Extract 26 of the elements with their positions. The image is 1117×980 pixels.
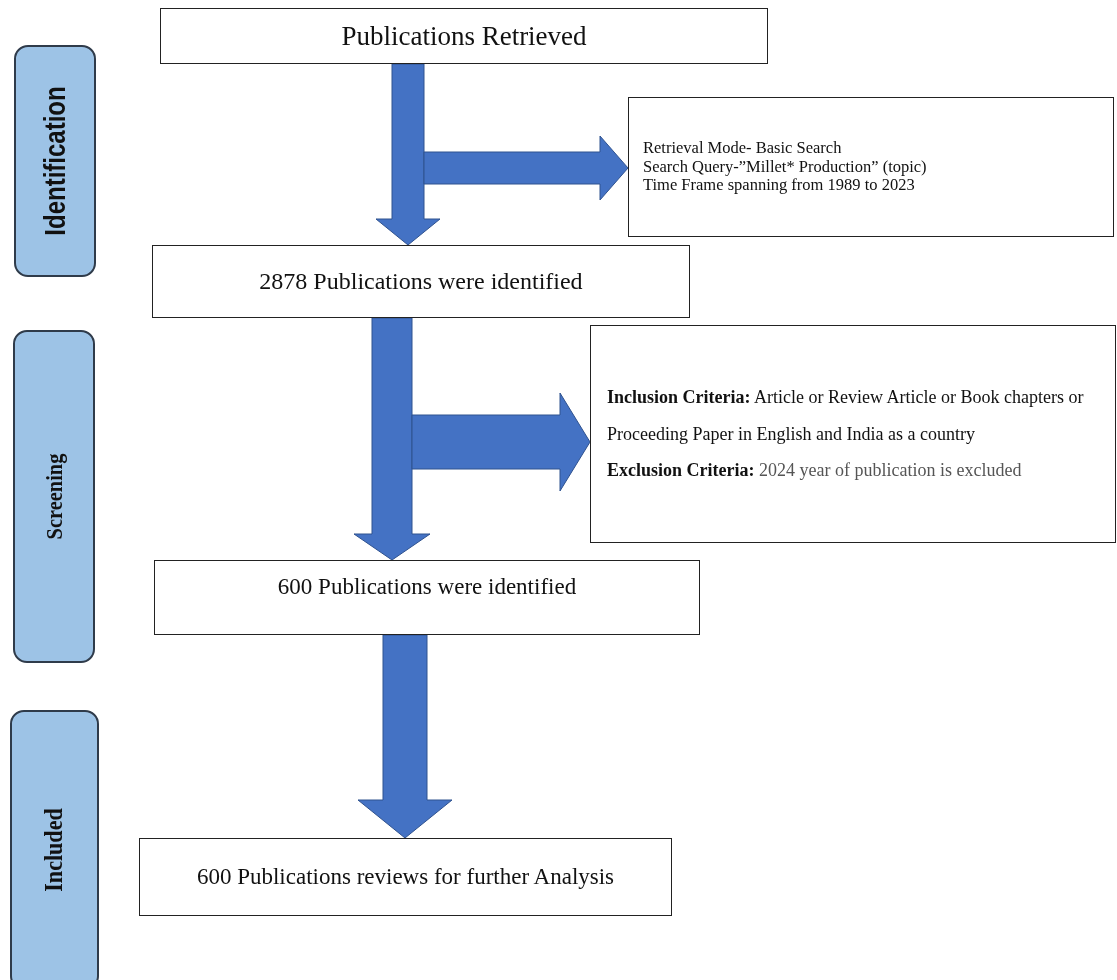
process-box: [160, 8, 768, 64]
box-text: Publications Retrieved: [341, 19, 587, 53]
stage-label: Included: [39, 808, 70, 892]
process-box: [154, 560, 700, 635]
stage-band: [14, 45, 96, 277]
process-box: [590, 325, 1116, 543]
process-box: [152, 245, 690, 318]
box-text: Inclusion Criteria: Article or Review Article or Book chapters or Proceeding Paper in English and India as a country: [607, 385, 1085, 446]
block-arrow: [353, 317, 431, 561]
box-text: 600 Publications reviews for further Analysis: [196, 864, 615, 890]
box-text: 2878 Publications were identified: [259, 267, 583, 296]
block-arrow: [423, 135, 629, 201]
block-arrow: [357, 634, 453, 839]
stage-label: Identification: [38, 86, 72, 236]
block-arrow: [375, 63, 441, 246]
process-box: [139, 838, 672, 916]
box-text: Search Query-”Millet* Production” (topic): [643, 157, 927, 177]
box-text: Time Frame spanning from 1989 to 2023: [643, 176, 915, 196]
process-box: [628, 97, 1114, 237]
stage-band: [13, 330, 95, 663]
box-text: 600 Publications were identified: [277, 573, 577, 601]
block-arrow: [411, 392, 591, 492]
stage-band: [10, 710, 99, 980]
box-text: Retrieval Mode- Basic Search: [643, 138, 842, 158]
box-text: Exclusion Criteria: 2024 year of publication is excluded: [607, 459, 1022, 483]
stage-label: Screening: [40, 453, 68, 540]
